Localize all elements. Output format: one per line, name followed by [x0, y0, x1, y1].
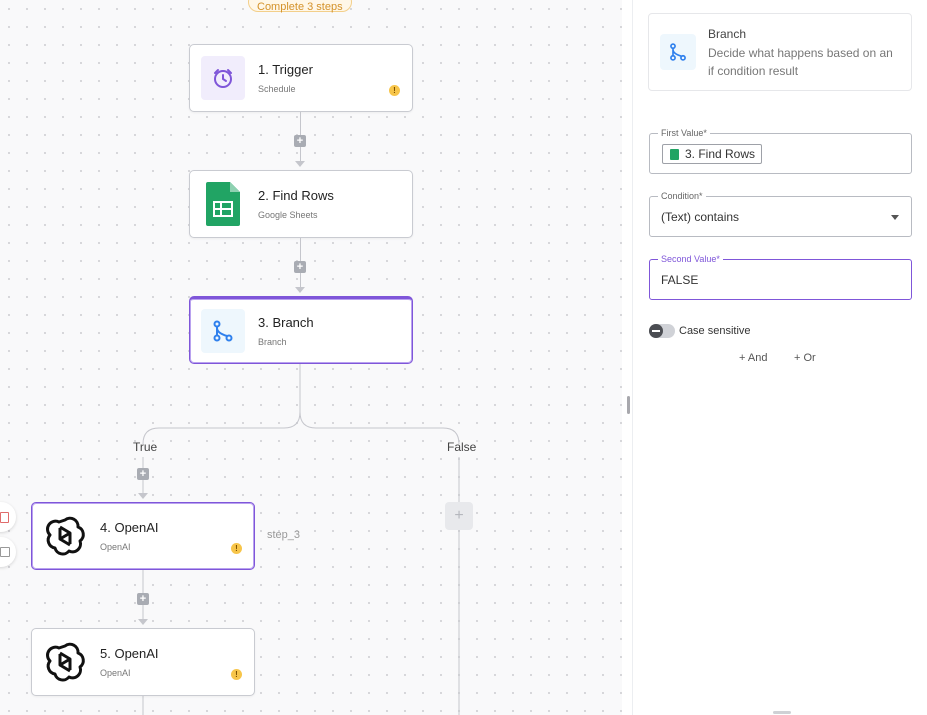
node-find-rows[interactable]: 2. Find Rows Google Sheets — [189, 170, 413, 238]
node-openai-5[interactable]: 5. OpenAI OpenAI ! — [31, 628, 255, 696]
warning-icon: ! — [231, 543, 242, 554]
case-sensitive-label: Case sensitive — [679, 325, 751, 337]
node-subtitle: OpenAI — [100, 668, 131, 678]
copy-icon — [0, 547, 10, 557]
warning-icon: ! — [231, 669, 242, 680]
case-sensitive-toggle[interactable] — [649, 324, 675, 338]
step-info-card: Branch Decide what happens based on an i… — [648, 13, 912, 91]
google-sheets-icon — [670, 149, 679, 160]
second-value-input[interactable]: Second Value* FALSE — [649, 254, 912, 300]
branch-connectors — [142, 364, 460, 715]
openai-icon — [43, 640, 87, 684]
toggle-knob — [649, 324, 663, 338]
clock-icon — [201, 56, 245, 100]
add-step-button[interactable]: + — [294, 135, 306, 147]
node-title: 3. Branch — [258, 315, 314, 330]
condition-value: (Text) contains — [661, 210, 740, 224]
resize-handle[interactable] — [627, 396, 630, 414]
node-branch[interactable]: 3. Branch Branch — [189, 296, 413, 364]
complete-steps-badge[interactable]: Complete 3 steps — [248, 0, 352, 13]
node-subtitle: Google Sheets — [258, 210, 318, 220]
node-title: 5. OpenAI — [100, 646, 159, 661]
panel-divider[interactable] — [622, 0, 632, 715]
node-subtitle: Schedule — [258, 84, 296, 94]
arrow-down-icon — [295, 161, 305, 167]
chip-text: 3. Find Rows — [685, 147, 756, 161]
add-false-branch-step-button[interactable]: + — [445, 502, 473, 530]
bottom-resize-handle[interactable] — [773, 711, 791, 714]
chevron-down-icon — [891, 215, 899, 220]
arrow-down-icon — [138, 619, 148, 625]
node-openai-4[interactable]: 4. OpenAI OpenAI ! — [31, 502, 255, 570]
workflow-canvas[interactable]: Complete 3 steps 1. Trigger Schedule ! + — [0, 0, 622, 715]
step-id-label: step_3 — [267, 529, 301, 541]
branch-icon — [660, 34, 696, 70]
node-subtitle: OpenAI — [100, 542, 131, 552]
add-and-condition-button[interactable]: + And — [739, 352, 768, 364]
node-title: 1. Trigger — [258, 62, 313, 77]
duplicate-tool-button[interactable] — [0, 537, 16, 567]
delete-tool-button[interactable] — [0, 502, 16, 532]
first-value-field[interactable]: First Value* 3. Find Rows — [649, 128, 912, 174]
first-value-chip[interactable]: 3. Find Rows — [662, 144, 763, 164]
field-label: Condition* — [658, 191, 706, 202]
branch-true-label: True — [133, 440, 158, 454]
condition-select[interactable]: Condition* (Text) contains — [649, 191, 912, 237]
arrow-down-icon — [295, 287, 305, 293]
step-info-title: Branch — [708, 27, 747, 41]
add-or-condition-button[interactable]: + Or — [794, 352, 816, 364]
field-label: Second Value* — [658, 254, 723, 265]
field-label: First Value* — [658, 128, 710, 139]
second-value-text: FALSE — [661, 273, 699, 287]
branch-icon — [201, 309, 245, 353]
branch-false-label: False — [447, 440, 477, 454]
warning-icon: ! — [389, 85, 400, 96]
add-step-button[interactable]: + — [294, 261, 306, 273]
step-info-description: Decide what happens based on an if condi… — [708, 46, 893, 78]
node-title: 2. Find Rows — [258, 188, 334, 203]
trash-icon — [0, 512, 9, 523]
add-step-button[interactable]: + — [137, 468, 149, 480]
openai-icon — [43, 514, 87, 558]
add-step-button[interactable]: + — [137, 593, 149, 605]
node-trigger[interactable]: 1. Trigger Schedule ! — [189, 44, 413, 112]
step-settings-panel — [632, 0, 927, 715]
arrow-down-icon — [138, 493, 148, 499]
node-subtitle: Branch — [258, 337, 287, 347]
google-sheets-icon — [201, 182, 245, 226]
node-title: 4. OpenAI — [100, 520, 159, 535]
